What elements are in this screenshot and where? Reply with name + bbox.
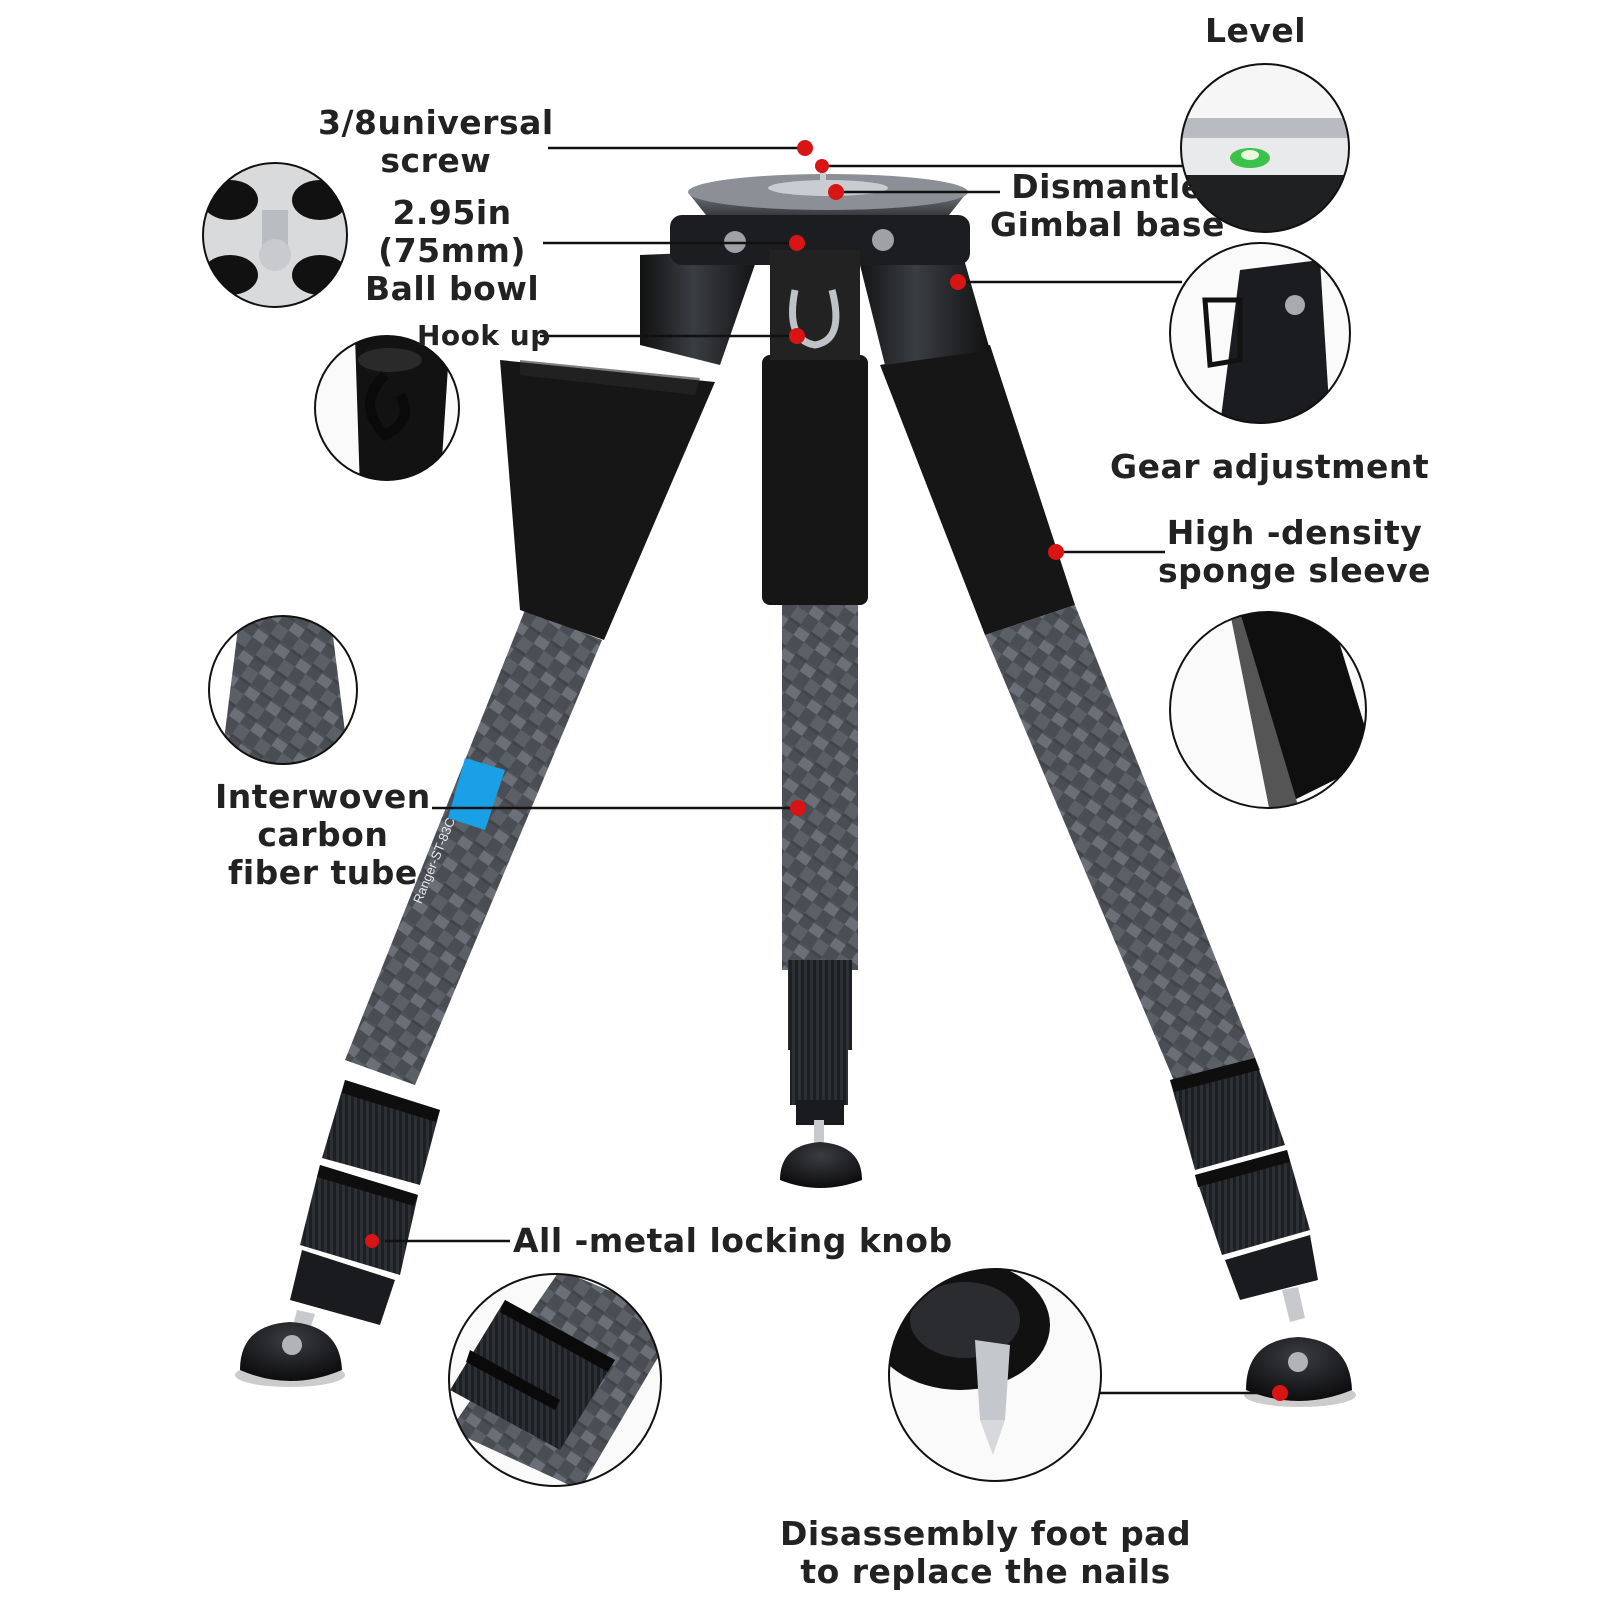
left-leg [235,250,760,1387]
marker-foot-pad [1272,1385,1288,1401]
label-level: Level [1205,12,1306,50]
marker-hook [789,328,805,344]
label-foot-pad: Disassembly foot pad to replace the nail… [780,1515,1191,1591]
label-ball-line2: (75mm) [378,231,526,270]
sponge-sleeve-detail-icon [1169,611,1367,809]
markers [365,140,1288,1401]
marker-sponge [1048,544,1064,560]
label-foot-line1: Disassembly foot pad [780,1514,1192,1553]
label-sponge-line1: High -density [1166,513,1423,552]
label-ball-bowl: 2.95in (75mm) Ball bowl [365,194,539,308]
marker-ball-bowl [789,235,805,251]
label-screw: 3/8universal screw [318,104,554,180]
label-gear-adjustment: Gear adjustment [1110,448,1429,486]
label-carbon-line2: carbon [257,815,389,854]
marker-screw [797,140,813,156]
marker-locking-knob [365,1234,379,1248]
label-locking-knob: All -metal locking knob [513,1222,953,1260]
label-gimbal-line2: Gimbal base [990,205,1225,244]
center-leg [762,355,868,1188]
label-carbon-line1: Interwoven [215,777,431,816]
foot-spike-detail-icon [888,1268,1102,1482]
screw-plate-detail-icon [202,162,348,308]
label-gear-text: Gear adjustment [1110,447,1430,486]
label-gimbal-base: Dismantle Gimbal base [990,168,1225,244]
hook-detail-icon [314,335,460,481]
gear-adjustment-detail-icon [1169,242,1351,424]
label-gimbal-line1: Dismantle [1011,167,1204,206]
marker-gear [950,274,966,290]
label-hook-text: Hook up [417,319,551,352]
label-hook-up: Hook up [417,320,551,352]
label-screw-line2: screw [380,141,492,180]
label-screw-line1: 3/8universal [318,103,554,142]
marker-level [815,159,829,173]
label-knob-text: All -metal locking knob [513,1221,953,1260]
label-sponge-line2: sponge sleeve [1158,551,1432,590]
marker-gimbal-base [828,184,844,200]
right-leg [855,228,1356,1407]
label-sponge-sleeve: High -density sponge sleeve [1158,514,1431,590]
locking-knob-detail-icon [448,1273,662,1487]
leader-lines [385,146,1272,1395]
carbon-weave-detail-icon [208,615,358,765]
label-foot-line2: to replace the nails [800,1552,1171,1591]
label-ball-line1: 2.95in [392,193,512,232]
label-ball-line3: Ball bowl [365,269,540,308]
label-level-text: Level [1205,11,1307,50]
label-carbon-line3: fiber tube [228,853,418,892]
marker-carbon-tube [790,800,806,816]
label-carbon-tube: Interwoven carbon fiber tube [215,778,431,892]
